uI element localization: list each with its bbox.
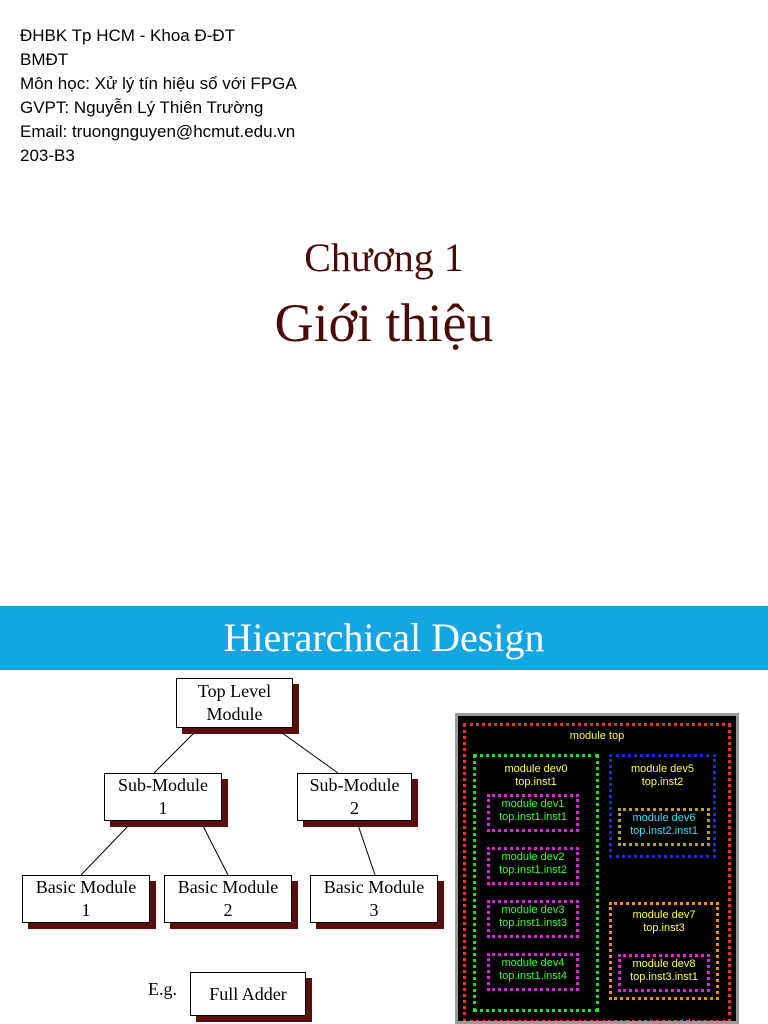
module-dev3-zone xyxy=(487,900,579,938)
header-line: GVPT: Nguyễn Lý Thiên Trường xyxy=(20,98,264,117)
module-dev5-label: module dev5 top.inst2 xyxy=(609,763,716,789)
basic-module-2-box: Basic Module 2 xyxy=(164,875,292,923)
chapter-title: Giới thiệu xyxy=(274,293,494,353)
module-dev1-zone xyxy=(487,794,579,832)
module-dev4-zone xyxy=(487,953,579,991)
module-dev2-label: module dev2 top.inst1.inst2 xyxy=(487,851,579,877)
module-dev6-label: module dev6 top.inst2.inst1 xyxy=(618,812,710,838)
header-line: ĐHBK Tp HCM - Khoa Đ-ĐT xyxy=(20,26,236,45)
module-dev7-zone xyxy=(609,902,719,1000)
box-label: Basic Module xyxy=(35,877,137,897)
box-label: 2 xyxy=(350,798,359,818)
box-label: Basic Module xyxy=(323,877,425,897)
header-line: 203-B3 xyxy=(20,146,75,165)
connector-top-sub1 xyxy=(153,729,198,774)
module-dev7-label: module dev7 top.inst3 xyxy=(609,909,719,935)
connector-sub1-basic1 xyxy=(80,821,133,876)
slide-title-banner: Hierarchical Design xyxy=(0,606,768,670)
module-instance-diagram: module top module dev0 top.inst1 module … xyxy=(455,713,739,1024)
box-label: 3 xyxy=(369,900,379,920)
box-label: Sub-Module xyxy=(118,775,208,795)
label-line: top.inst1 xyxy=(515,776,557,788)
box-label: Basic Module xyxy=(177,877,279,897)
label-line: module dev2 xyxy=(501,851,565,863)
title-slide: ĐHBK Tp HCM - Khoa Đ-ĐT BMĐT Môn học: Xử… xyxy=(20,24,494,353)
module-dev4-label: module dev4 top.inst1.inst4 xyxy=(487,957,579,983)
header-line: Môn học: Xử lý tín hiệu số với FPGA xyxy=(20,74,297,93)
label-line: module dev8 xyxy=(632,958,696,970)
watermark: www.asic-world.com xyxy=(608,1016,717,1024)
label-line: top.inst1.inst2 xyxy=(499,864,567,876)
connector-sub2-basic3 xyxy=(356,821,376,876)
connector-top-sub2 xyxy=(277,729,339,774)
full-adder-box: Full Adder xyxy=(190,972,306,1016)
header-line: Email: truongnguyen@hcmut.edu.vn xyxy=(20,122,296,141)
top-level-module-box: Top Level Module xyxy=(176,678,293,728)
course-header: ĐHBK Tp HCM - Khoa Đ-ĐT BMĐT Môn học: Xử… xyxy=(20,24,297,168)
label-line: top.inst1.inst4 xyxy=(499,970,567,982)
box-label: Top Level xyxy=(197,681,272,701)
box-label: Full Adder xyxy=(209,984,287,1004)
module-dev0-label: module dev0 top.inst1 xyxy=(473,763,599,789)
module-dev5-zone xyxy=(609,754,716,858)
module-dev2-zone xyxy=(487,847,579,885)
sub-module-1-box: Sub-Module 1 xyxy=(104,773,222,821)
label-line: module dev1 xyxy=(501,798,565,810)
box-label: 1 xyxy=(81,900,91,920)
box-label: 1 xyxy=(158,798,168,818)
basic-module-1-box: Basic Module 1 xyxy=(22,875,150,923)
module-dev0-zone xyxy=(473,754,599,1012)
header-line: BMĐT xyxy=(20,50,69,69)
label-line: module dev4 xyxy=(501,957,565,969)
module-top-label: module top xyxy=(458,730,736,743)
box-label: Module xyxy=(206,704,263,724)
label-line: top.inst3.inst1 xyxy=(630,971,698,983)
label-line: top.inst1.inst3 xyxy=(499,917,567,929)
box-label: 2 xyxy=(223,900,233,920)
label-line: module top xyxy=(569,730,625,742)
module-dev6-zone xyxy=(618,808,710,846)
module-dev3-label: module dev3 top.inst1.inst3 xyxy=(487,904,579,930)
label-line: top.inst3 xyxy=(643,922,685,934)
label-line: module dev3 xyxy=(501,904,565,916)
label-line: module dev6 xyxy=(632,812,696,824)
module-dev8-zone xyxy=(618,954,710,992)
sub-module-2-box: Sub-Module 2 xyxy=(297,773,412,821)
chapter-number: Chương 1 xyxy=(304,235,464,280)
module-dev8-label: module dev8 top.inst3.inst1 xyxy=(618,958,710,984)
label-line: module dev0 xyxy=(504,763,568,775)
module-dev1-label: module dev1 top.inst1.inst1 xyxy=(487,798,579,824)
example-label: E.g. xyxy=(148,979,177,999)
label-line: top.inst1.inst1 xyxy=(499,811,567,823)
connector-sub1-basic2 xyxy=(200,821,229,876)
box-label: Sub-Module xyxy=(309,775,400,795)
label-line: top.inst2 xyxy=(641,776,684,788)
label-line: top.inst2.inst1 xyxy=(630,825,698,837)
module-top-zone xyxy=(463,723,731,1021)
basic-module-3-box: Basic Module 3 xyxy=(310,875,438,923)
label-line: module dev5 xyxy=(631,763,694,775)
label-line: module dev7 xyxy=(632,909,696,921)
